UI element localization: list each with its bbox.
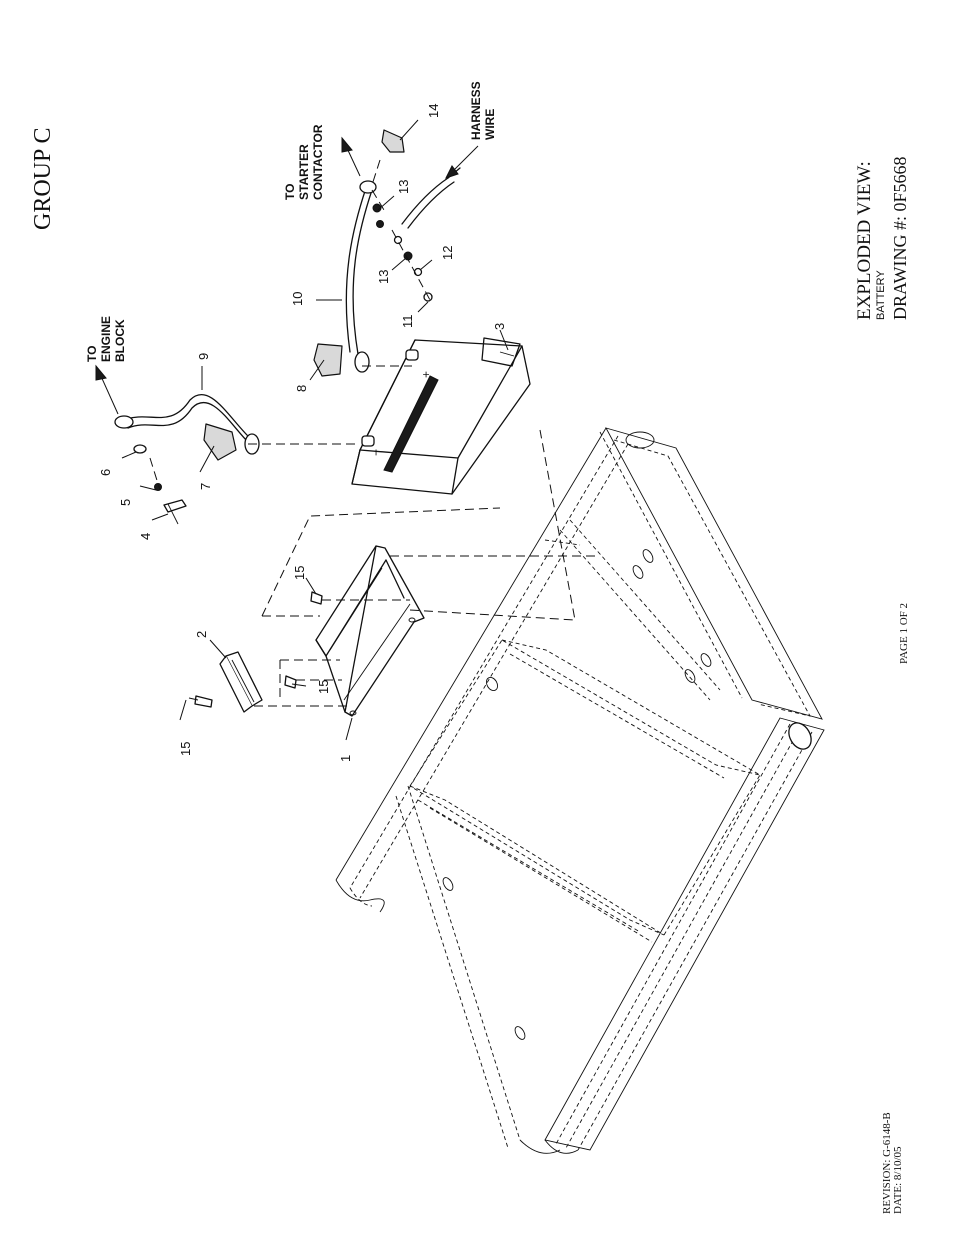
leader-lines: [121, 119, 509, 741]
part-number: 9: [196, 353, 211, 360]
title-block: EXPLODED VIEW: BATTERY DRAWING #: 0F5668: [854, 156, 910, 320]
callout-line: WIRE: [483, 109, 497, 140]
callout-line: TO: [283, 184, 297, 200]
battery-tray: [315, 545, 425, 717]
explode-lines: [149, 159, 598, 707]
part-number: 1: [338, 755, 353, 762]
tray-bolts: [188, 591, 323, 708]
terminal-boots: [203, 129, 405, 461]
group-label: GROUP C: [30, 128, 56, 230]
page-label: PAGE 1 OF 2: [898, 603, 910, 664]
callout-line: TO: [85, 346, 99, 362]
callout-harness-wire: HARNESS WIRE: [469, 81, 497, 140]
callout-to-starter-contactor: TO STARTER CONTACTOR: [283, 124, 325, 200]
callout-line: HARNESS: [469, 81, 483, 140]
view-label: EXPLODED VIEW:: [854, 161, 875, 320]
positive-terminal-mark: +: [419, 371, 433, 378]
part-number: 14: [426, 104, 441, 118]
callout-to-engine-block: TO ENGINE BLOCK: [85, 316, 127, 362]
part-numbers: 1 2 3 4 5 6 7 8 9 10 11 12 13 13 14 15 1…: [98, 104, 507, 762]
part-number: 13: [396, 180, 411, 194]
part-number: 2: [194, 631, 209, 638]
part-number: 4: [138, 533, 153, 540]
part-number: 10: [290, 292, 305, 306]
generator-frame: [335, 427, 825, 1154]
direction-arrows: [95, 136, 479, 415]
part-number: 13: [376, 270, 391, 284]
hold-down-bracket: [219, 651, 263, 713]
callout-line: STARTER: [297, 144, 311, 200]
part-number: 7: [198, 483, 213, 490]
callout-line: ENGINE: [99, 316, 113, 362]
revision-text: REVISION: G-6148-B: [881, 1112, 893, 1214]
part-number: 11: [400, 315, 415, 329]
drawing-number: DRAWING #: 0F5668: [890, 156, 910, 320]
part-number: 15: [178, 742, 193, 756]
part-number: 3: [492, 323, 507, 330]
part-number: 12: [440, 246, 455, 260]
callout-line: BLOCK: [113, 319, 127, 362]
revision-date: DATE: 8/10/05: [892, 1146, 904, 1214]
harness-wire: [401, 167, 461, 229]
positive-cable: [345, 180, 377, 373]
subject-label: BATTERY: [875, 270, 887, 320]
battery: [351, 337, 531, 495]
part-number: 15: [292, 566, 307, 580]
part-number: 15: [316, 680, 331, 694]
callout-line: CONTACTOR: [311, 124, 325, 200]
revision-block: REVISION: G-6148-B DATE: 8/10/05: [881, 1112, 904, 1214]
part-number: 5: [118, 499, 133, 506]
negative-terminal-mark: −: [369, 449, 383, 456]
part-number: 6: [98, 469, 113, 476]
part-number: 8: [294, 385, 309, 392]
